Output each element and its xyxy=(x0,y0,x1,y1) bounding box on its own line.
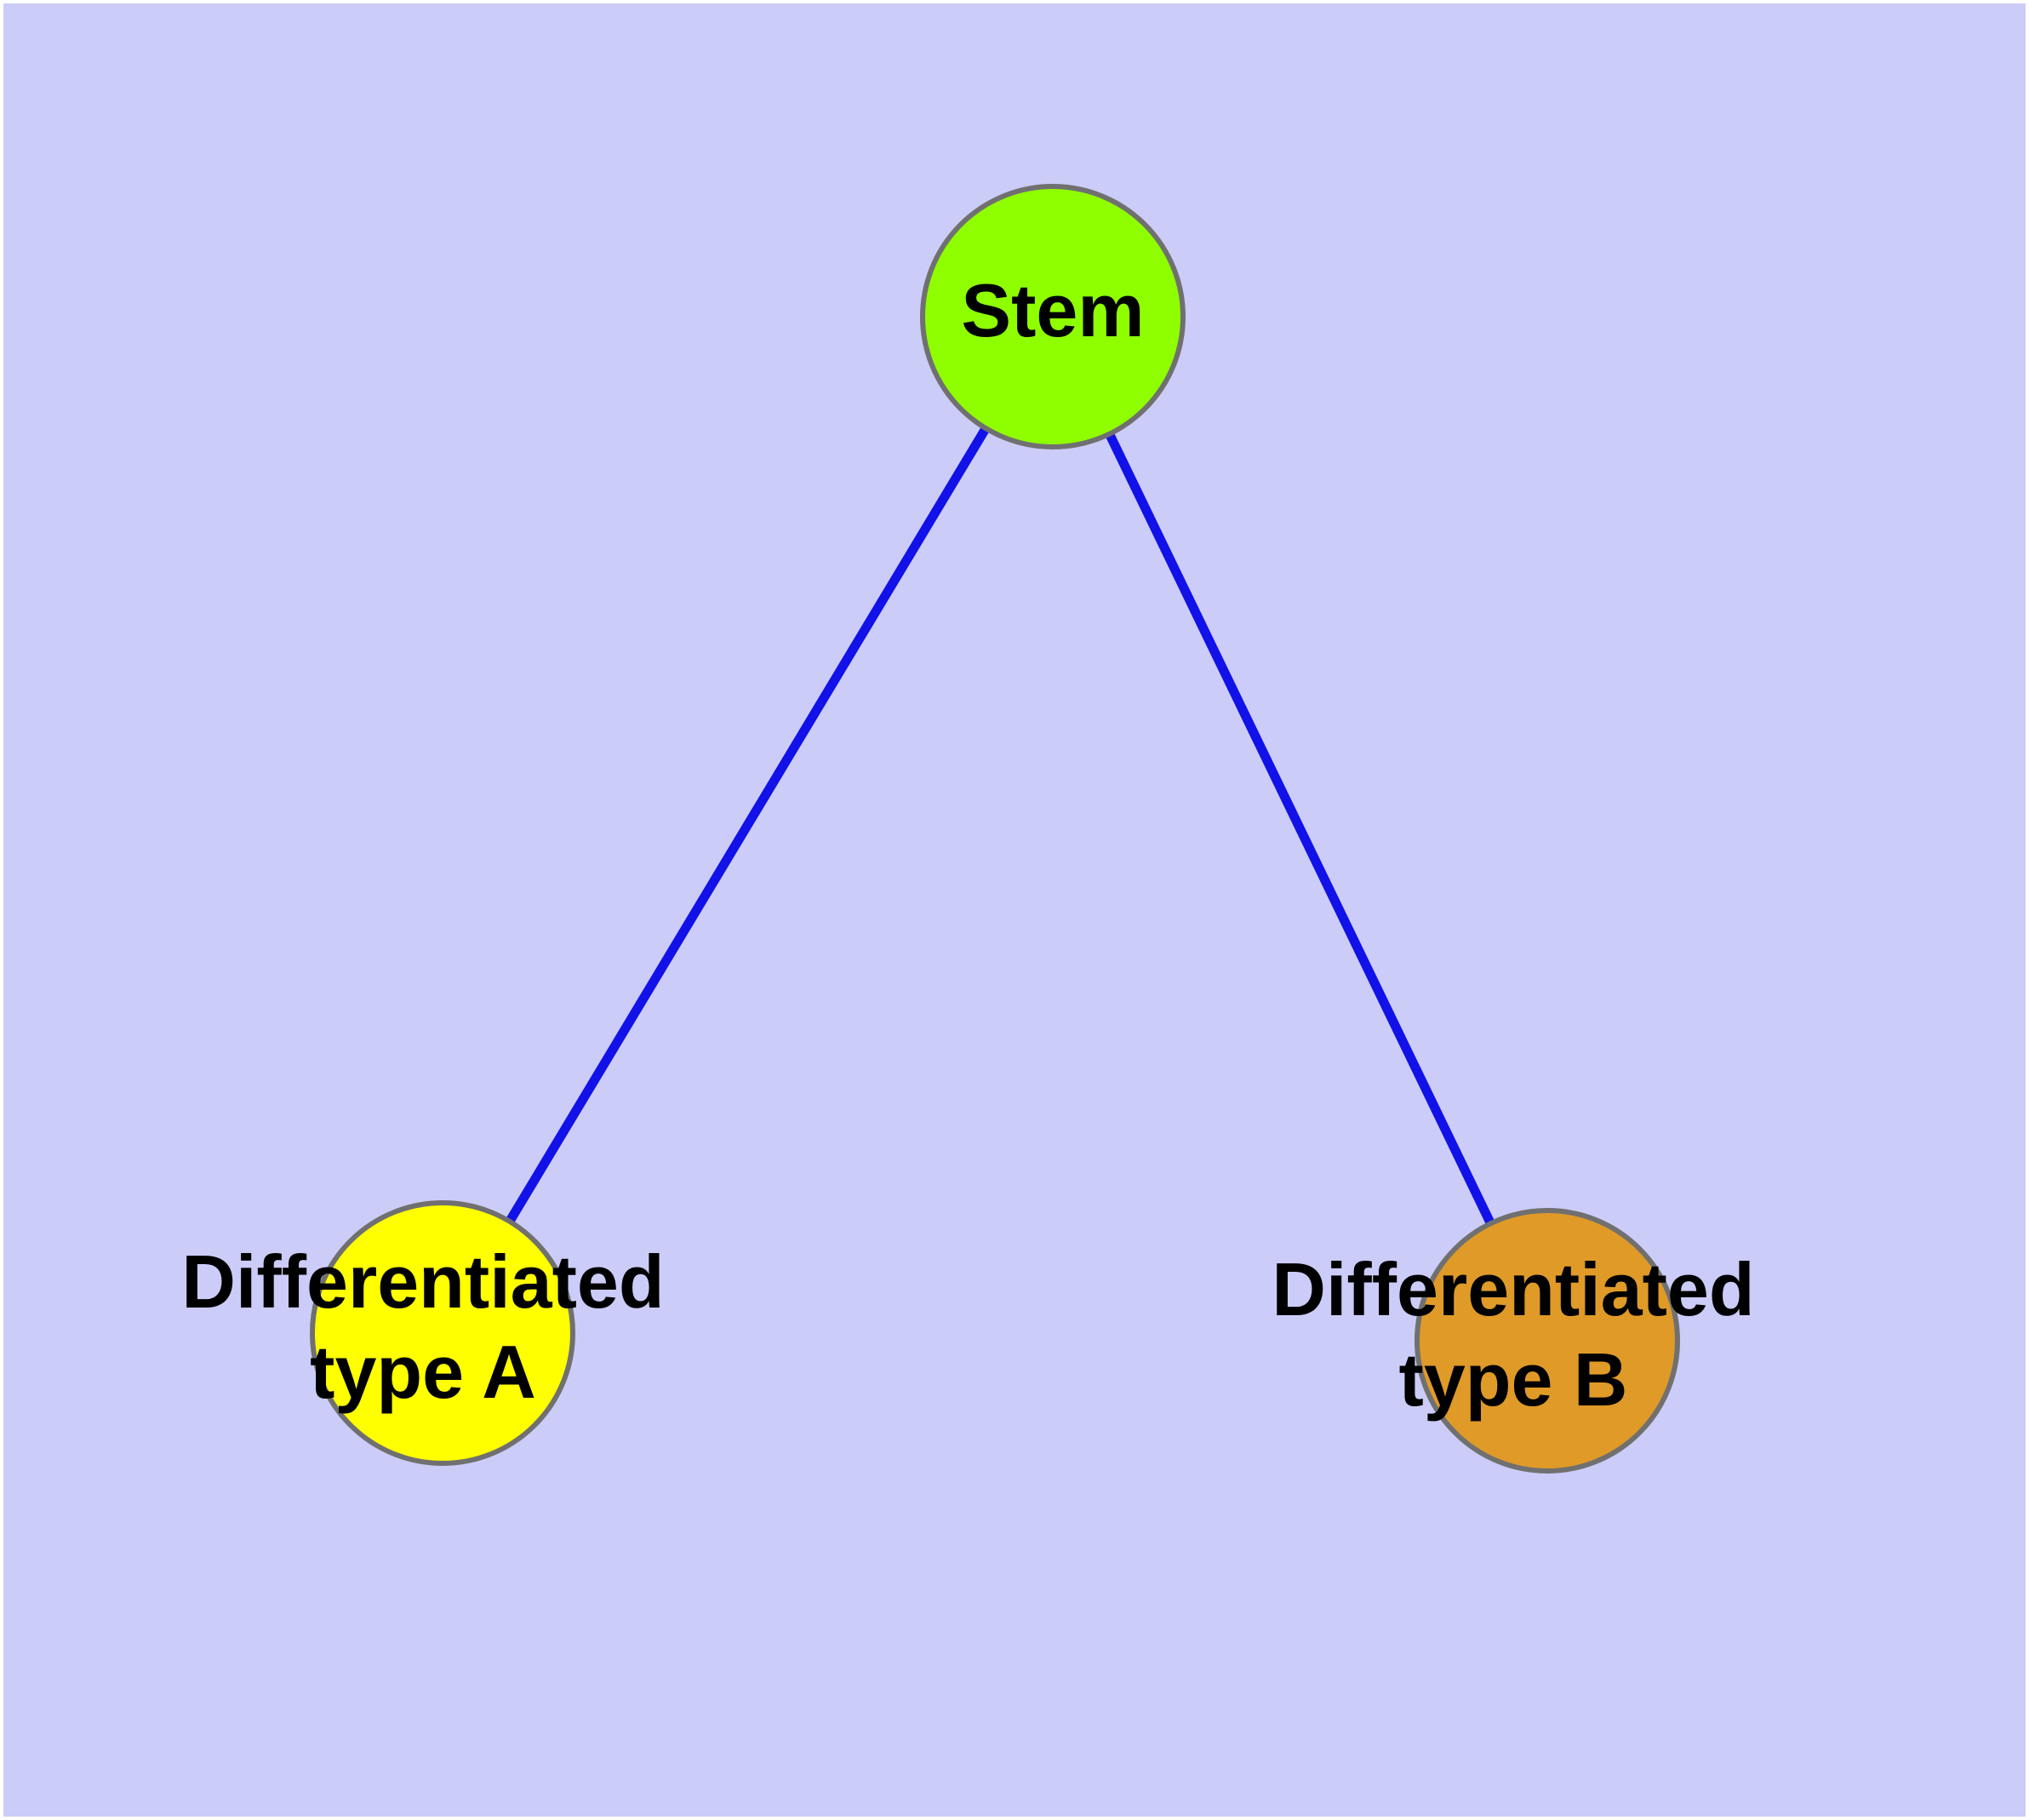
edge-stem-to-differentiated-type-a[interactable] xyxy=(503,422,992,1228)
node-stem-label: Stem xyxy=(961,268,1144,352)
node-stem[interactable] xyxy=(920,184,1186,449)
node-label-line: Stem xyxy=(961,268,1144,352)
edge-stem-to-differentiated-type-b[interactable] xyxy=(1103,428,1497,1229)
node-label-line: type A xyxy=(310,1330,536,1414)
edges-layer xyxy=(503,422,1497,1229)
node-label-line: Differentiated xyxy=(181,1239,664,1324)
node-differentiated-type-a-circle[interactable] xyxy=(310,1200,575,1466)
node-differentiated-type-b-circle[interactable] xyxy=(1415,1208,1680,1474)
node-label-line: type B xyxy=(1399,1337,1628,1422)
node-label-line: Differentiated xyxy=(1272,1247,1754,1331)
node-differentiated-type-a[interactable] xyxy=(310,1200,575,1466)
node-stem-circle[interactable] xyxy=(920,184,1186,449)
node-differentiated-type-b[interactable] xyxy=(1415,1208,1680,1474)
nodes-layer xyxy=(310,184,1680,1474)
